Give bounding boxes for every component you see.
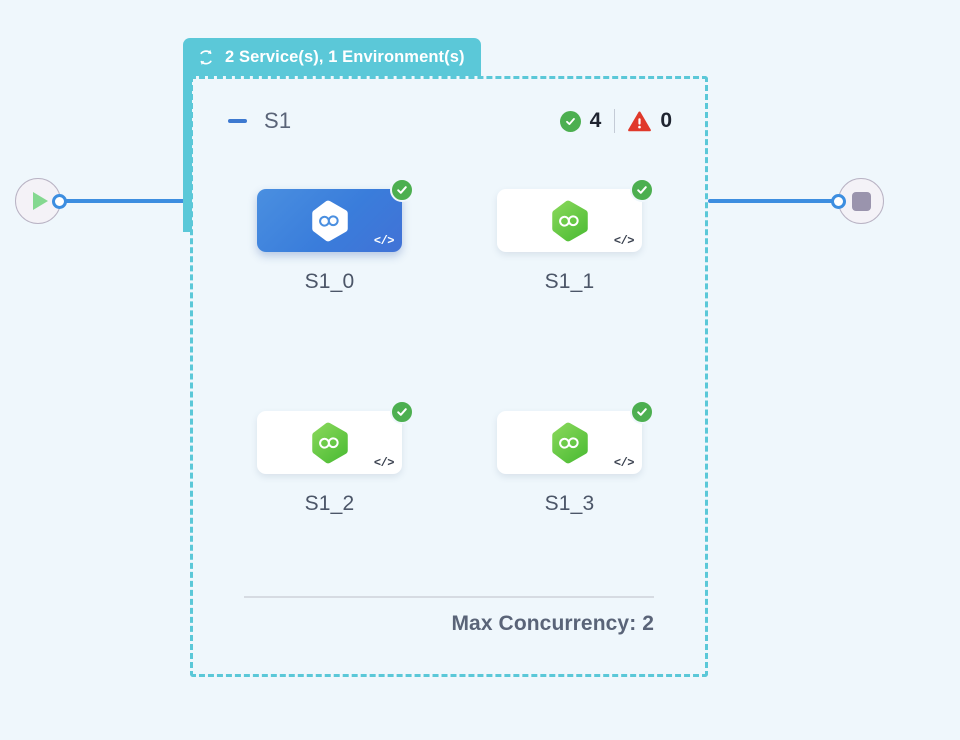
edge-start-to-group bbox=[62, 199, 190, 203]
warning-count: 0 bbox=[660, 109, 672, 132]
node-card[interactable]: </> bbox=[497, 400, 654, 474]
start-output-port[interactable] bbox=[52, 194, 67, 209]
status-warning[interactable]: 0 bbox=[628, 109, 672, 133]
hexagon-loop-icon bbox=[311, 200, 348, 241]
group-tab-label: 2 Service(s), 1 Environment(s) bbox=[225, 47, 465, 66]
node-label: S1_2 bbox=[304, 492, 355, 515]
code-icon[interactable]: </> bbox=[373, 456, 395, 470]
node-card[interactable]: </> bbox=[257, 178, 414, 252]
group-tab[interactable]: 2 Service(s), 1 Environment(s) bbox=[183, 38, 481, 76]
group-header: S1 4 0 bbox=[226, 105, 672, 137]
play-icon bbox=[33, 192, 48, 210]
check-circle-icon bbox=[559, 110, 581, 132]
code-icon[interactable]: </> bbox=[613, 456, 635, 470]
group-tab-stem bbox=[183, 74, 192, 232]
node-s1-3[interactable]: </> S1_3 bbox=[497, 400, 654, 516]
group-footer-divider bbox=[244, 596, 654, 598]
end-input-port[interactable] bbox=[831, 194, 846, 209]
check-circle-icon bbox=[390, 400, 414, 424]
hexagon-loop-icon bbox=[311, 422, 348, 463]
edge-group-to-end bbox=[708, 199, 838, 203]
hexagon-loop-icon bbox=[551, 422, 588, 463]
max-concurrency-label: Max Concurrency: 2 bbox=[451, 612, 654, 635]
code-icon[interactable]: </> bbox=[613, 234, 635, 248]
minus-icon bbox=[227, 119, 247, 123]
node-label: S1_1 bbox=[544, 270, 595, 293]
stop-icon bbox=[851, 191, 871, 211]
node-label: S1_0 bbox=[304, 270, 355, 293]
check-circle-icon bbox=[390, 178, 414, 202]
node-s1-2[interactable]: </> S1_2 bbox=[257, 400, 414, 516]
code-icon[interactable]: </> bbox=[373, 234, 395, 248]
group-name-label: S1 bbox=[264, 108, 292, 133]
node-s1-0[interactable]: </> S1_0 bbox=[257, 178, 414, 294]
group-container bbox=[190, 76, 708, 677]
node-card[interactable]: </> bbox=[257, 400, 414, 474]
group-status-cluster: 4 0 bbox=[559, 109, 672, 133]
status-divider bbox=[614, 109, 616, 133]
check-circle-icon bbox=[630, 400, 654, 424]
node-card[interactable]: </> bbox=[497, 178, 654, 252]
node-label: S1_3 bbox=[544, 492, 595, 515]
success-count: 4 bbox=[589, 109, 602, 132]
node-s1-1[interactable]: </> S1_1 bbox=[497, 178, 654, 294]
group-collapse-toggle[interactable] bbox=[226, 110, 248, 132]
check-circle-icon bbox=[630, 178, 654, 202]
loop-icon bbox=[200, 49, 212, 65]
warning-triangle-icon bbox=[628, 111, 652, 132]
hexagon-loop-icon bbox=[551, 200, 588, 241]
status-success[interactable]: 4 bbox=[559, 109, 602, 133]
